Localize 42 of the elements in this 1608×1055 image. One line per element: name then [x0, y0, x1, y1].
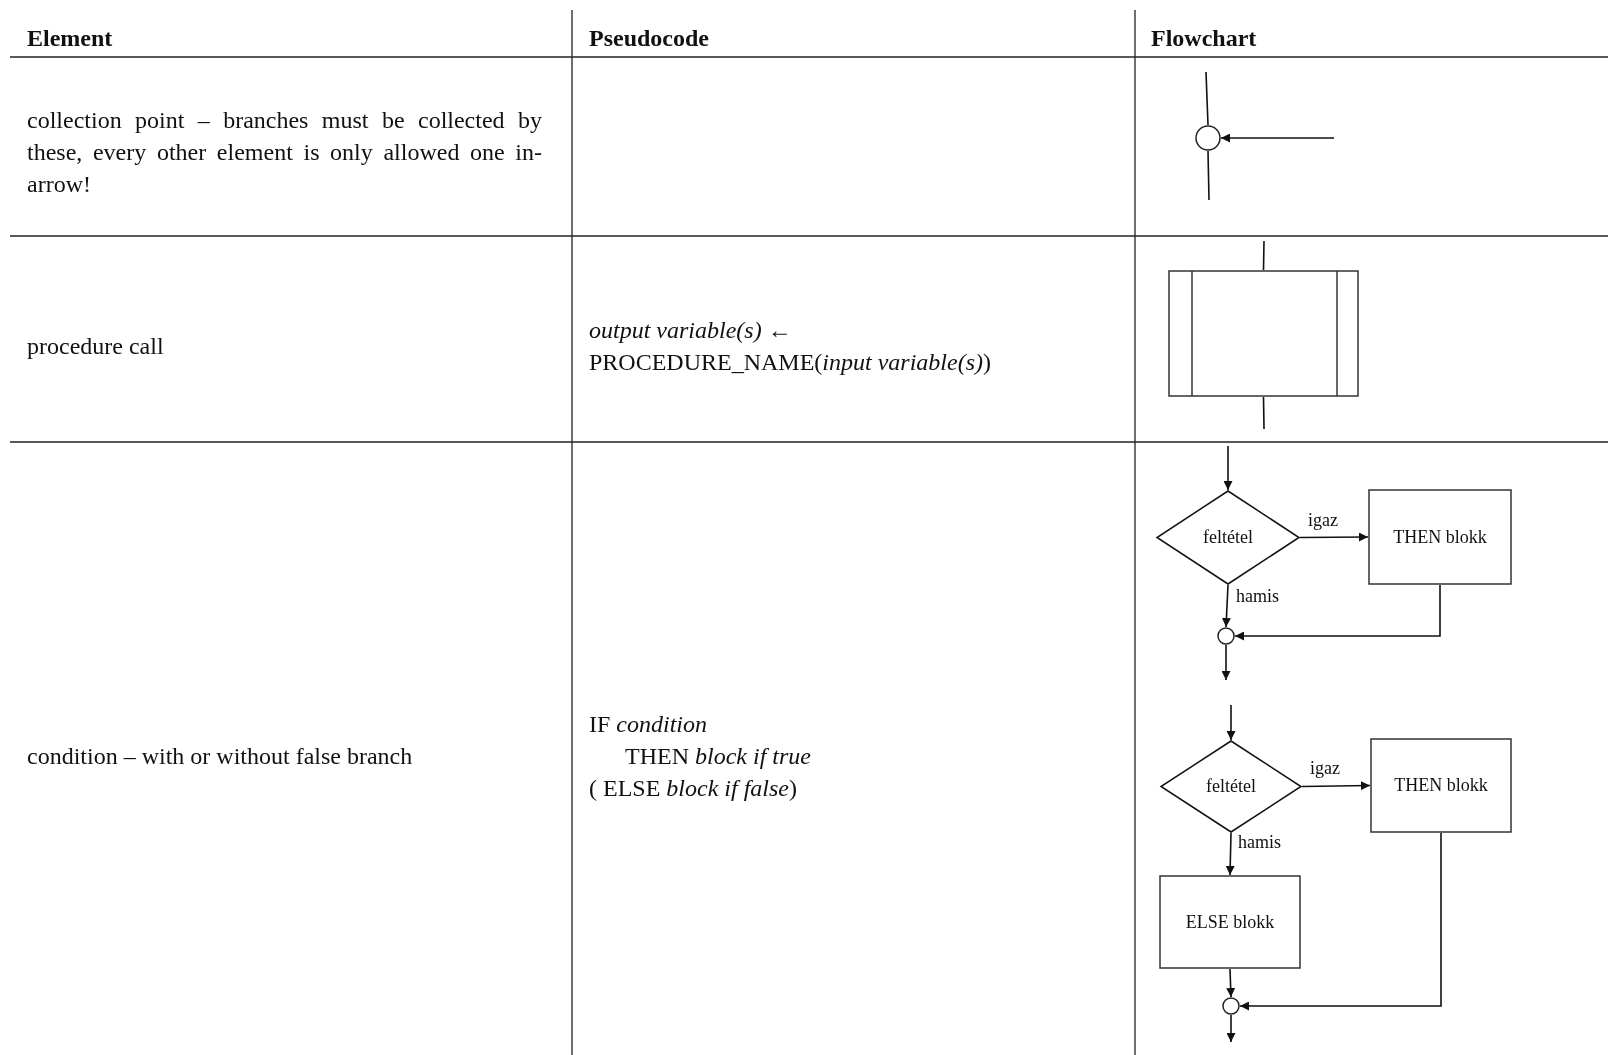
node-text: feltétel	[1206, 776, 1256, 797]
connector-line	[1262, 240, 1265, 271]
arrow	[1234, 584, 1441, 641]
arrow	[1239, 832, 1442, 1011]
column-header: Flowchart	[1151, 24, 1258, 53]
process-box	[1159, 875, 1301, 969]
table-cell-text: procedure call	[27, 332, 165, 361]
collection-point-circle	[1217, 627, 1235, 645]
arrow	[1220, 133, 1335, 143]
procedure-box	[1168, 270, 1359, 397]
pseudocode-text: THEN block if true	[625, 742, 812, 771]
decision-diamond	[1156, 490, 1300, 585]
arrow	[1225, 832, 1235, 876]
table-cell-text: collection point – branches must be collected by these, every other element is only allowed one in-arrow!	[27, 106, 542, 199]
arrow	[1299, 532, 1369, 542]
node-text: ELSE blokk	[1185, 911, 1275, 933]
pseudocode-text: ( ELSE block if false)	[589, 774, 798, 803]
node-text: feltétel	[1203, 527, 1253, 548]
connector-line	[1207, 150, 1210, 201]
decision-diamond	[1160, 740, 1302, 833]
arrow	[1301, 781, 1371, 791]
edge-label: igaz	[1308, 758, 1342, 778]
collection-point-circle	[1195, 125, 1221, 151]
process-box	[1370, 738, 1512, 833]
pseudocode-text: output variable(s) ← PROCEDURE_NAME(input variable(s))	[589, 316, 992, 377]
arrow	[1221, 584, 1231, 628]
arrow	[1226, 968, 1236, 998]
column-header: Element	[27, 24, 114, 53]
process-box	[1368, 489, 1512, 585]
connector-line	[1205, 71, 1209, 126]
collection-point-circle	[1222, 997, 1240, 1015]
node-text: THEN blokk	[1394, 775, 1488, 796]
table-cell-text: condition – with or without false branch	[27, 742, 414, 771]
node-text: THEN blokk	[1393, 526, 1487, 548]
arrow	[1223, 445, 1233, 491]
pseudocode-text: IF condition	[589, 710, 708, 739]
arrow	[1226, 704, 1236, 741]
column-header: Pseudocode	[589, 24, 710, 53]
edge-label: igaz	[1306, 510, 1340, 530]
connector-line	[1262, 396, 1265, 430]
arrow	[1221, 644, 1231, 681]
arrow	[1226, 1014, 1236, 1043]
